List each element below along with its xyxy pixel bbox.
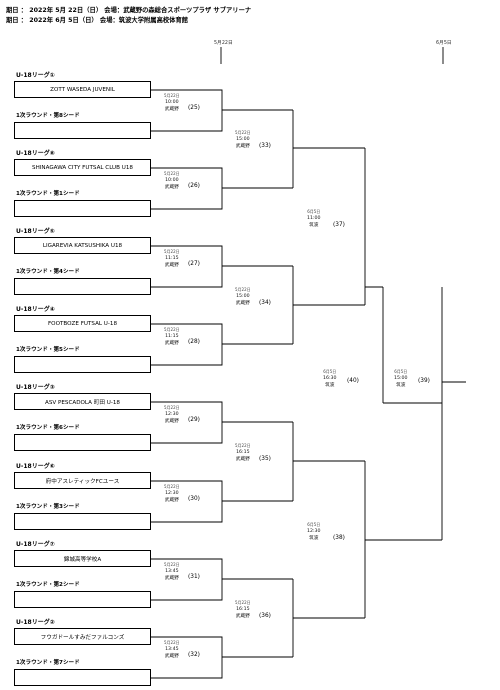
seed-label: 1次ラウンド・第3シード xyxy=(16,504,80,510)
team-box-empty xyxy=(14,669,151,686)
seed-label: 1次ラウンド・第4シード xyxy=(16,269,80,275)
team-box-empty xyxy=(14,278,151,295)
group-label: U-18リーグ③ xyxy=(16,384,55,391)
match-number: (40) xyxy=(347,378,359,384)
group-label: U-18リーグ⑥ xyxy=(16,463,55,470)
team-box: 錦城高等学校A xyxy=(14,550,151,567)
match-number: (30) xyxy=(188,496,200,502)
team-box-empty xyxy=(14,356,151,373)
column-date-may22: 5月22日 xyxy=(214,41,233,46)
match-number: (39) xyxy=(418,378,430,384)
match-number: (28) xyxy=(188,339,200,345)
team-box: フウガドールすみだファルコンズ xyxy=(14,628,151,645)
match-number: (27) xyxy=(188,261,200,267)
match-number: (31) xyxy=(188,574,200,580)
match-number: (26) xyxy=(188,183,200,189)
group-label: U-18リーグ① xyxy=(16,72,55,79)
group-label: U-18リーグ⑦ xyxy=(16,541,55,548)
match-number: (38) xyxy=(333,535,345,541)
team-box-empty xyxy=(14,200,151,217)
team-box: SHINAGAWA CITY FUTSAL CLUB U18 xyxy=(14,159,151,176)
match-number: (36) xyxy=(259,613,271,619)
seed-label: 1次ラウンド・第5シード xyxy=(16,347,80,353)
match-number: (37) xyxy=(333,222,345,228)
seed-label: 1次ラウンド・第2シード xyxy=(16,582,80,588)
group-label: U-18リーグ⑤ xyxy=(16,228,55,235)
group-label: U-18リーグ④ xyxy=(16,306,55,313)
match-number: (35) xyxy=(259,456,271,462)
column-date-jun5: 6月5日 xyxy=(436,41,452,46)
team-box: FOOTBOZE FUTSAL U-18 xyxy=(14,315,151,332)
seed-label: 1次ラウンド・第7シード xyxy=(16,660,80,666)
team-box: ZOTT WASEDA JUVENIL xyxy=(14,81,151,98)
team-box-empty xyxy=(14,591,151,608)
team-box-empty xyxy=(14,434,151,451)
team-box: ASV PESCADOLA 町田 U-18 xyxy=(14,393,151,410)
team-box: LIGAREVIA KATSUSHIKA U18 xyxy=(14,237,151,254)
seed-label: 1次ラウンド・第6シード xyxy=(16,425,80,431)
team-box: 府中アスレティックFCユース xyxy=(14,472,151,489)
group-label: U-18リーグ② xyxy=(16,619,55,626)
match-number: (29) xyxy=(188,417,200,423)
match-number: (33) xyxy=(259,143,271,149)
schedule-line-2: 期日 ： 2022年 6月 5日（日） 会場：筑波大学附属高校体育館 xyxy=(6,17,189,24)
seed-label: 1次ラウンド・第1シード xyxy=(16,191,80,197)
team-box-empty xyxy=(14,122,151,139)
match-number: (34) xyxy=(259,300,271,306)
schedule-line-1: 期日 ： 2022年 5月 22日（日） 会場：武蔵野の森総合スポーツプラザ サ… xyxy=(6,7,252,14)
group-label: U-18リーグ⑧ xyxy=(16,150,55,157)
seed-label: 1次ラウンド・第8シード xyxy=(16,113,80,119)
team-box-empty xyxy=(14,513,151,530)
match-number: (32) xyxy=(188,652,200,658)
match-number: (25) xyxy=(188,105,200,111)
